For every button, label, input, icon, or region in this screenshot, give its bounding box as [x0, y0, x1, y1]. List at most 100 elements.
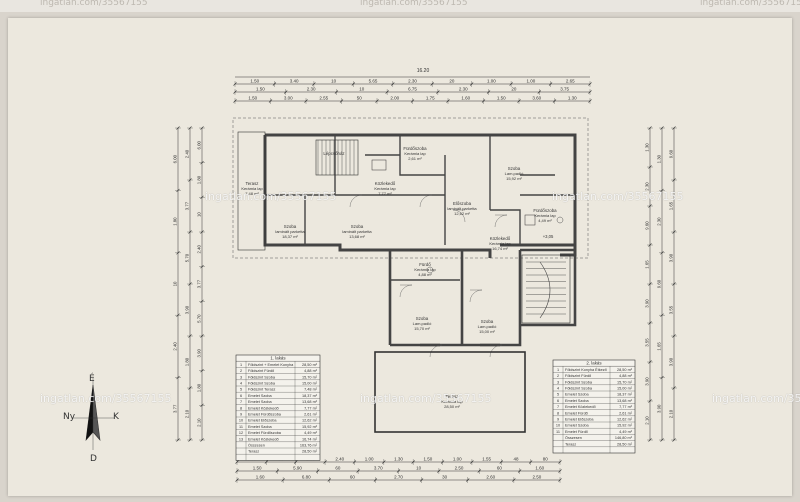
area-table-left-cell-room: Emelet Szoba	[248, 394, 273, 398]
dim-left-2-label: 3.77	[185, 201, 190, 210]
room-name-label: Fürdőszoba	[403, 146, 427, 151]
room-floor-label: Lam.padló	[505, 171, 524, 176]
area-table-left-cell-room: Emelet Közlekedő	[248, 437, 279, 441]
area-table-left-cell-num: 5	[240, 388, 242, 392]
door-swing	[469, 289, 483, 303]
room-floor-label: Kerámia lap	[489, 241, 511, 246]
area-table-right-frame	[552, 359, 636, 454]
dim-top-1-label: 2.30	[408, 79, 417, 84]
room-floor-label: Lam.padló	[413, 321, 432, 326]
room-name-label: Fürdő	[419, 262, 431, 267]
area-table-left-cell-num: 12	[239, 431, 243, 435]
dim-left-1-label: 3.77	[173, 404, 178, 413]
room-name-label: Közlekedő	[490, 236, 511, 241]
area-table-right-cell-room: Földszint Fürdő	[565, 374, 591, 378]
room-floor-label: Kerámia lap	[534, 213, 556, 218]
area-table-right-cell-area: 28,50 m²	[617, 368, 633, 372]
room-area-label: 15,00 m²	[479, 329, 495, 334]
dim-right-1-label: 9.60	[645, 221, 650, 230]
room-floor-label: Lam.padló	[478, 324, 497, 329]
area-table-right-cell-area: 4,88 m²	[619, 374, 633, 378]
bathtub-icon	[371, 159, 387, 171]
dim-top-3-label: 1.50	[497, 96, 506, 101]
area-table-right-cell-area: 15,70 m²	[617, 380, 633, 384]
area-table-right-cell-area: 12,62 m²	[617, 418, 633, 422]
area-table-right-cell-num: 7	[557, 405, 559, 409]
dim-top-3-label: 1.60	[461, 96, 470, 101]
room-name-label: Szoba	[416, 316, 429, 321]
compass-west-label: Ny	[63, 412, 76, 422]
area-table-right-cell-num: 11	[556, 430, 560, 434]
dim-top-3-label: 3.00	[284, 96, 293, 101]
door-swing	[429, 344, 443, 358]
dim-left-1-label: 10	[173, 281, 178, 286]
dim-bottom-3-label: 6.80	[302, 475, 311, 480]
room-area-label: 7,48 m²	[245, 191, 259, 196]
dim-bottom-1-label: 1.00	[453, 457, 462, 462]
paper-sheet	[8, 18, 792, 496]
area-table-right-cell-num: 1	[557, 368, 559, 372]
area-table-right-cell-room: Emelet Szoba	[565, 393, 590, 397]
area-table-right-cell-num: 6	[557, 399, 559, 403]
dim-right-1-label: 2.30	[645, 182, 650, 191]
dim-left-2-label: 3.90	[185, 305, 190, 314]
dim-top-2-label: 2.30	[307, 87, 316, 92]
room-name-label: Fürdőszoba	[533, 208, 557, 213]
dim-top-3-label: 1.75	[426, 96, 435, 101]
dim-top-1-label: 10	[331, 79, 337, 84]
dim-bottom-3-label: 2.70	[394, 475, 403, 480]
room-name-label: Lépcsőház	[323, 151, 344, 156]
area-table-right-cell-room: Emelet Fürdő	[565, 430, 588, 434]
area-table-left-cell-num: 1	[240, 363, 242, 367]
room-floor-label: laminált parketta	[342, 229, 372, 234]
dim-right-1-label: 1.30	[645, 143, 650, 152]
area-table-left-cell-area: 7,48 m²	[304, 388, 318, 392]
room-name-label: Terasz	[446, 394, 459, 399]
room-name-label: Terasz	[246, 181, 259, 186]
dim-bottom-2-label: 60	[335, 466, 341, 471]
room-area-label: 12,62 m²	[454, 211, 470, 216]
dim-top-3-label: 3.60	[532, 96, 541, 101]
area-table-left-cell-area: 12,62 m²	[302, 419, 318, 423]
area-table-right-cell-num: 2	[557, 374, 559, 378]
dim-left-2-label: 1.80	[185, 357, 190, 366]
dim-right-3-label: 3.90	[669, 357, 674, 366]
area-table-left-cell-room: Földszint Fürdő	[248, 369, 274, 373]
dim-bottom-3-label: 30	[442, 475, 448, 480]
dim-top-1-label: 1.00	[526, 79, 535, 84]
dim-top-2-label: 2.30	[459, 87, 468, 92]
area-table-right-cell-num: 3	[557, 380, 559, 384]
top-strip: ingatlan.com/35567155 ingatlan.com/35567…	[0, 0, 800, 12]
dim-left-3-label: 2.40	[197, 245, 202, 254]
area-table-left-cell-area: 15,92 m²	[302, 425, 318, 429]
dim-right-3-label: 2.10	[669, 409, 674, 418]
area-table-left-cell-room: Emelet Közlekedő	[248, 406, 279, 410]
dim-left-3-label: 5.70	[197, 314, 202, 323]
dim-bottom-3-label: 2.60	[486, 475, 495, 480]
dim-bottom-2-label: 1.60	[535, 466, 544, 471]
dim-bottom-3-label: 60	[350, 475, 356, 480]
dim-top-2-label: 20	[511, 87, 517, 92]
room-floor-label: Kerámia lap	[374, 186, 396, 191]
dim-top-3-label: 1.50	[248, 96, 257, 101]
area-table-left-cell-area: 2,61 m²	[304, 413, 318, 417]
compass-south-label: D	[90, 454, 97, 464]
door-swing	[489, 344, 503, 358]
compass-east-label: K	[113, 412, 119, 422]
room-floor-label: Kerámia lap	[404, 151, 426, 156]
area-table-left-cell-room: Földszint + Emelet Konyha	[248, 363, 294, 367]
area-table-left-cell-room: Emelet Előszoba	[248, 419, 277, 423]
area-table-right-cell-room: Emelet Előszoba	[565, 418, 594, 422]
area-table-right-cell-area: 4,49 m²	[619, 430, 633, 434]
staircase-upper	[315, 139, 359, 176]
door-swing	[399, 284, 413, 298]
area-table-left-cell-area: 4,49 m²	[304, 431, 318, 435]
dim-right-1-label: 3.90	[645, 299, 650, 308]
compass-north-label: É	[89, 374, 95, 384]
door-swing	[419, 194, 433, 208]
area-table-left-cell-num: 6	[240, 394, 242, 398]
dim-top-1-label: 1.50	[250, 79, 259, 84]
dim-bottom-2-label: 5.90	[293, 466, 302, 471]
area-table-left-cell-area: 7,77 m²	[304, 406, 318, 410]
